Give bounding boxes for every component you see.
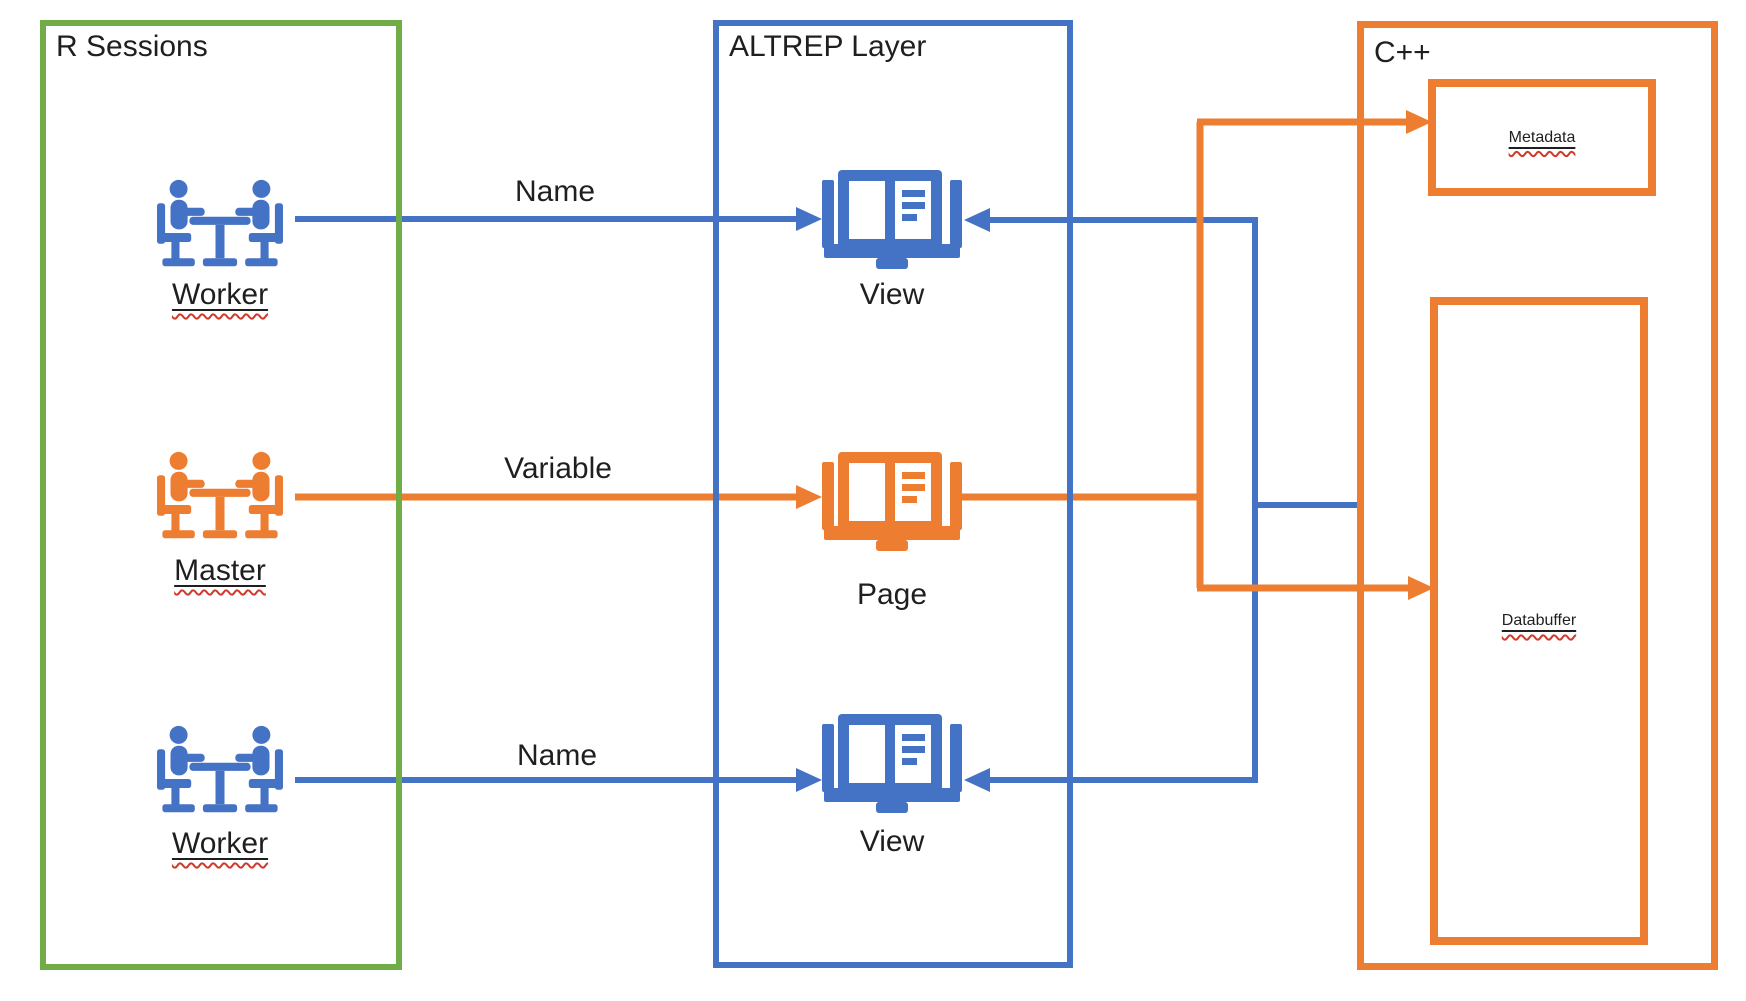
view-top-label: View	[859, 278, 925, 311]
metadata-label: Metadata	[1508, 128, 1576, 146]
page-to-buffers-fork	[960, 110, 1434, 600]
people-at-table-icon	[157, 451, 283, 539]
open-book-icon	[822, 452, 962, 551]
people-at-table-icon	[157, 179, 283, 267]
container-cpp	[1357, 21, 1718, 970]
node-databuffer: Databuffer	[1430, 297, 1648, 945]
open-book-icon	[822, 714, 962, 813]
worker-top-label: Worker	[171, 278, 269, 311]
view-bottom-label: View	[859, 825, 925, 858]
master-label: Master	[174, 554, 266, 587]
container-r-sessions	[40, 20, 402, 970]
altrep-layer-title: ALTREP Layer	[729, 30, 927, 63]
r-sessions-title: R Sessions	[56, 30, 208, 63]
edge-label-variable: Variable	[504, 452, 612, 485]
page-label: Page	[856, 578, 928, 611]
edge-label-name-bottom: Name	[516, 739, 598, 772]
cpp-to-views-fork	[964, 208, 1357, 792]
edge-label-name-top: Name	[514, 175, 596, 208]
worker-bottom-label: Worker	[171, 827, 269, 860]
node-metadata: Metadata	[1428, 79, 1656, 196]
open-book-icon	[822, 170, 962, 269]
databuffer-label: Databuffer	[1501, 612, 1577, 629]
container-altrep-layer	[713, 20, 1073, 968]
people-at-table-icon	[157, 725, 283, 813]
cpp-title: C++	[1374, 36, 1431, 69]
